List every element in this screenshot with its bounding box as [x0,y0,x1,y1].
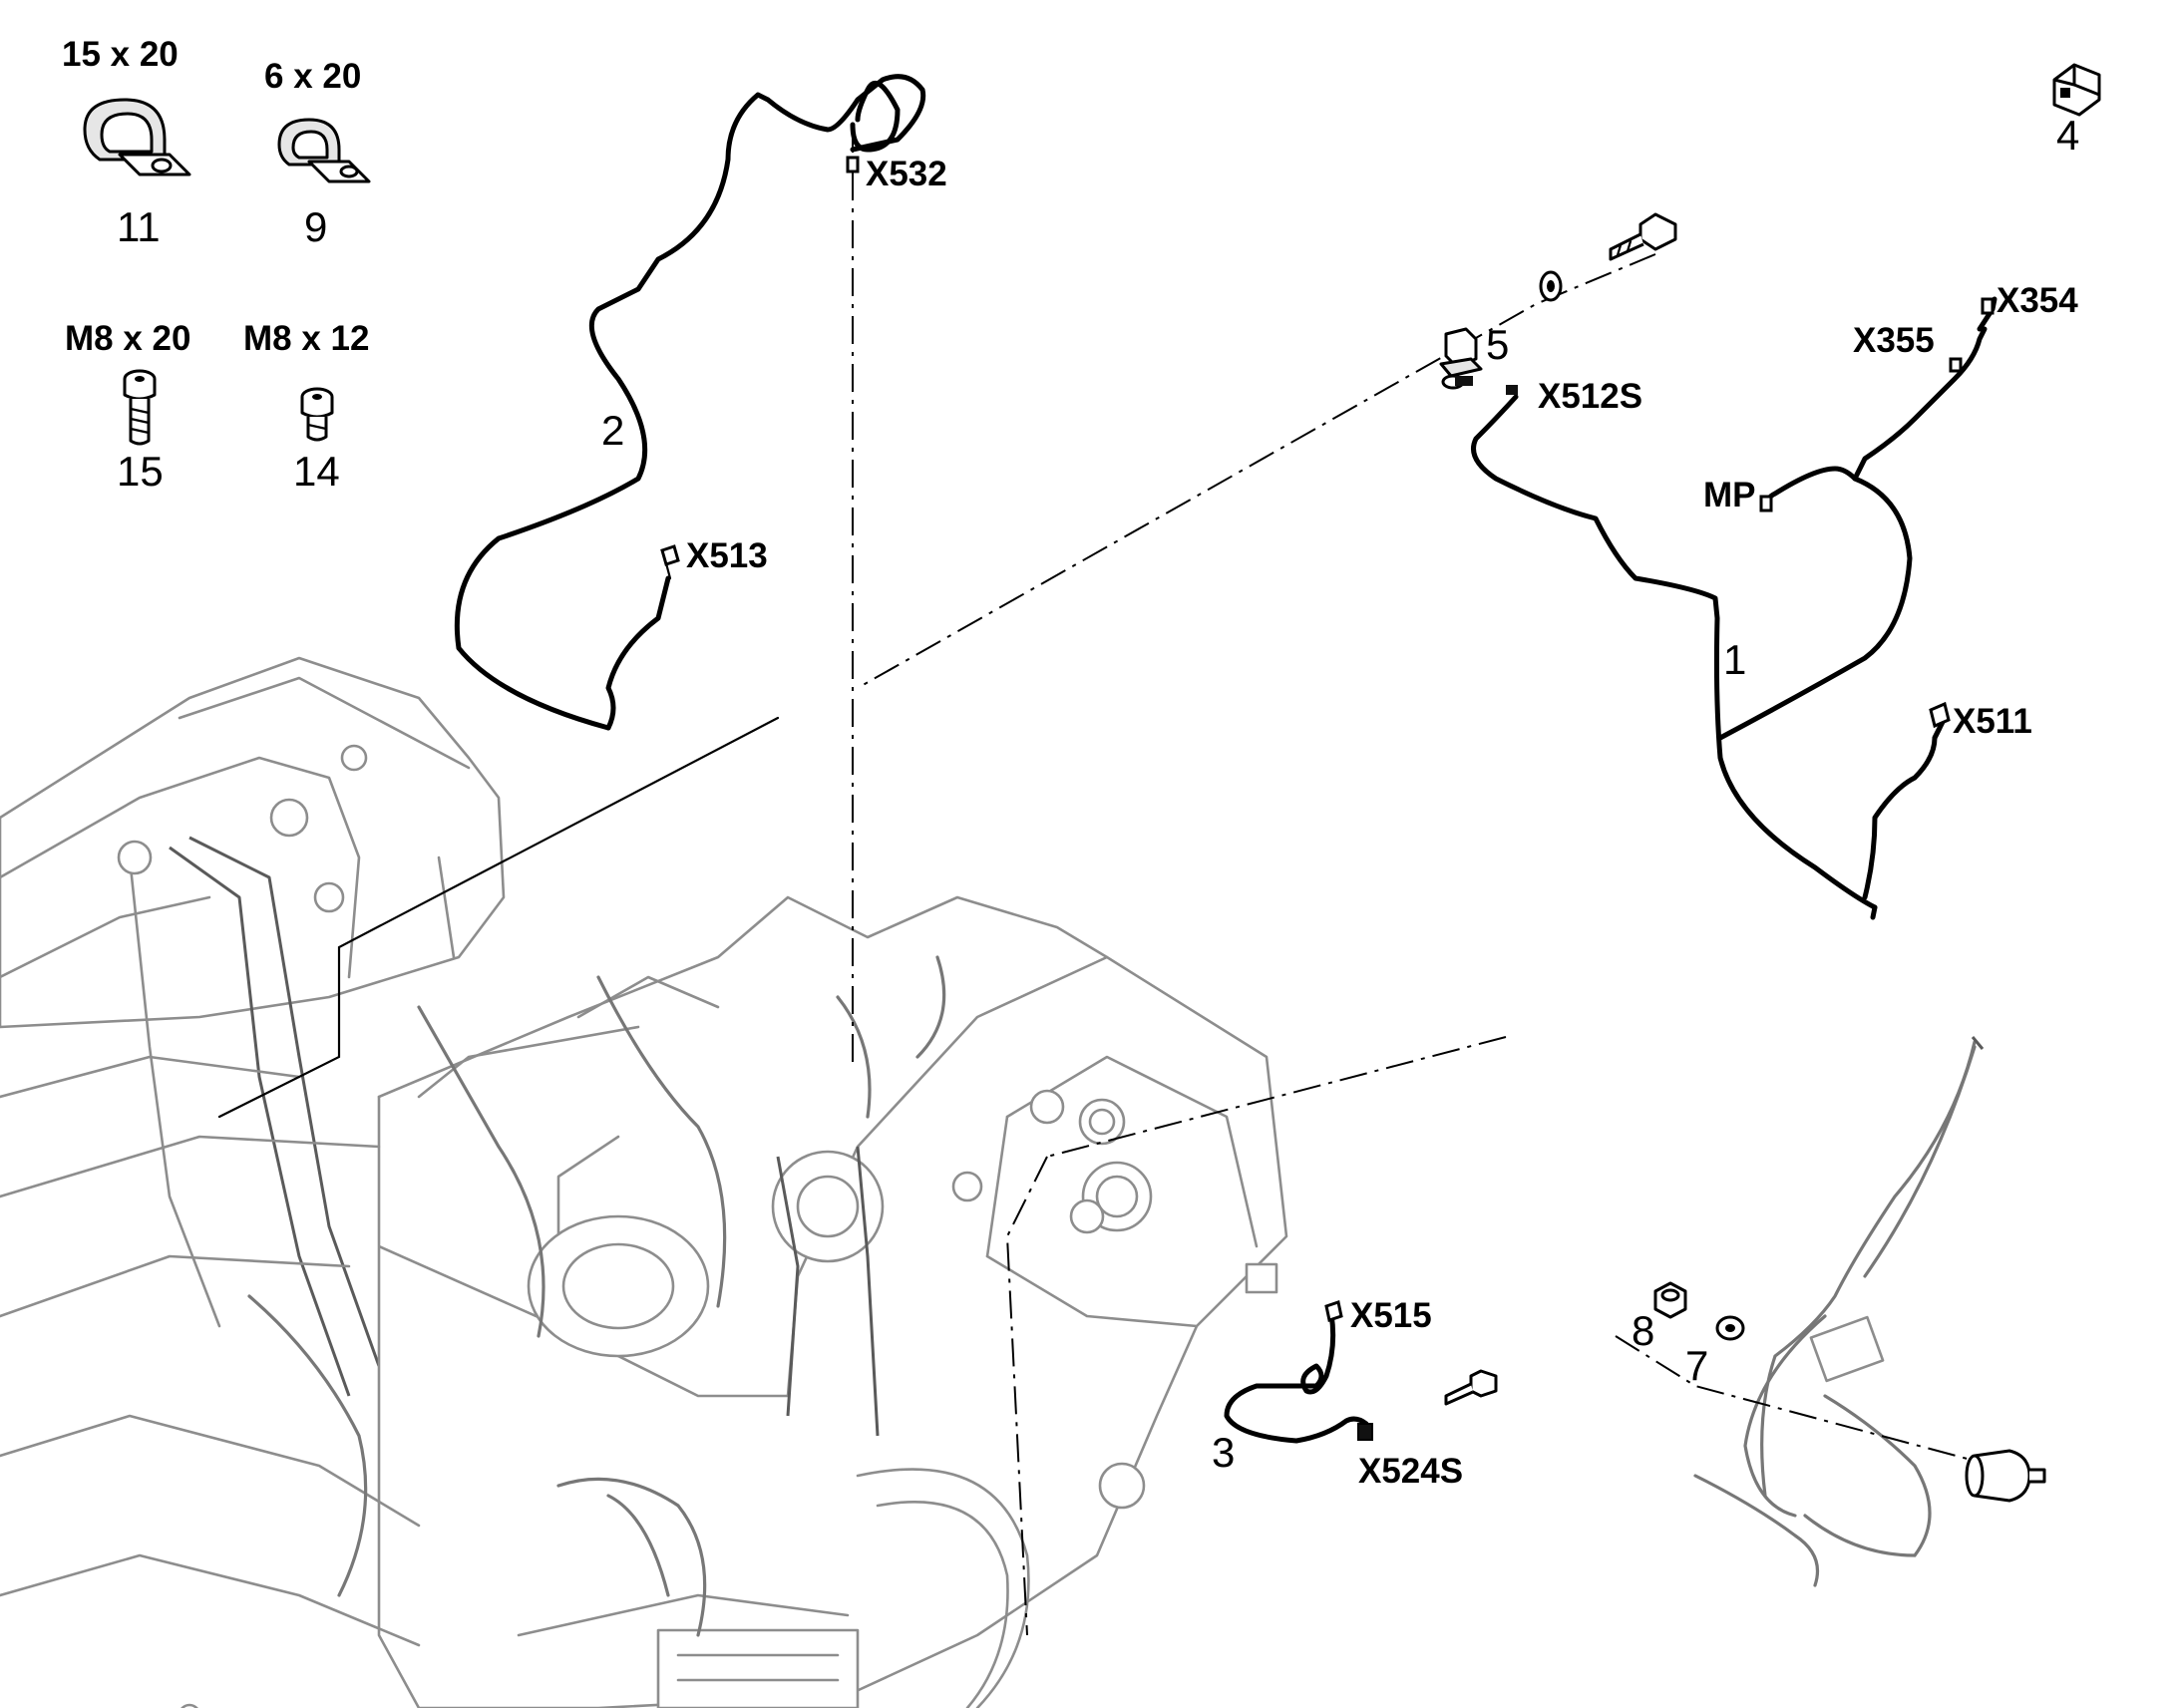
connector-housing-icon [2052,63,2101,117]
harness-2 [454,74,926,731]
connector-label-x515: X515 [1350,1296,1432,1335]
assembly-lines [217,125,1976,1636]
item-number-5: 5 [1486,321,1509,368]
x512s-connector-icon [1506,385,1518,395]
item-number-2: 2 [601,407,624,454]
x354-connector-icon [1981,297,1995,315]
size-label-clamp-11: 15 x 20 [62,35,179,74]
harness-1 [1471,296,1998,920]
p-clamp-icon [277,118,371,183]
socket-screw-icon [300,387,334,442]
size-label-screw-15: M8 x 20 [65,319,190,358]
socket-screw-icon [123,369,157,446]
washer-icon [1715,1315,1745,1341]
x355-connector-icon [1949,357,1963,373]
harness-3 [1224,1311,1369,1444]
connector-label-x532: X532 [866,155,947,193]
item-number-8: 8 [1632,1307,1654,1354]
item-number-11: 11 [117,203,161,250]
p-clamp-icon [83,98,191,176]
item-number-7: 7 [1685,1342,1708,1389]
hex-bolt-icon [1609,212,1677,261]
x524s-connector-icon [1357,1423,1373,1441]
x515-connector-icon [1324,1300,1343,1322]
mp-connector-icon [1759,495,1773,512]
switch-installation-drawing [1693,1036,1985,1587]
connector-label-x524s: X524S [1358,1452,1463,1491]
x511-connector-icon [1929,701,1951,729]
connector-label-x513: X513 [686,536,768,575]
item-number-14: 14 [293,448,340,495]
item-number-9: 9 [304,203,327,250]
x513-connector-icon [660,544,680,566]
size-label-clamp-9: 6 x 20 [264,57,361,96]
proximity-switch-icon [1965,1449,2046,1503]
item-number-4: 4 [2056,112,2079,159]
item-number-3: 3 [1212,1429,1235,1476]
size-label-screw-14: M8 x 12 [243,319,369,358]
connector-label-x512s: X512S [1538,377,1642,416]
sensor-icon [1439,327,1483,390]
item-number-1: 1 [1723,636,1746,683]
x532-connector-icon [846,156,860,173]
hex-bolt-icon [1444,1369,1498,1406]
washer-hole [1547,280,1555,292]
connector-label-mp: MP [1703,476,1756,514]
machine-frame-drawing [0,656,1288,1708]
connector-label-x511: X511 [1953,702,2032,741]
connector-label-x355: X355 [1853,321,1935,360]
item-number-15: 15 [117,448,164,495]
hex-nut-icon [1653,1281,1687,1319]
connector-label-x354: X354 [1997,281,2078,320]
